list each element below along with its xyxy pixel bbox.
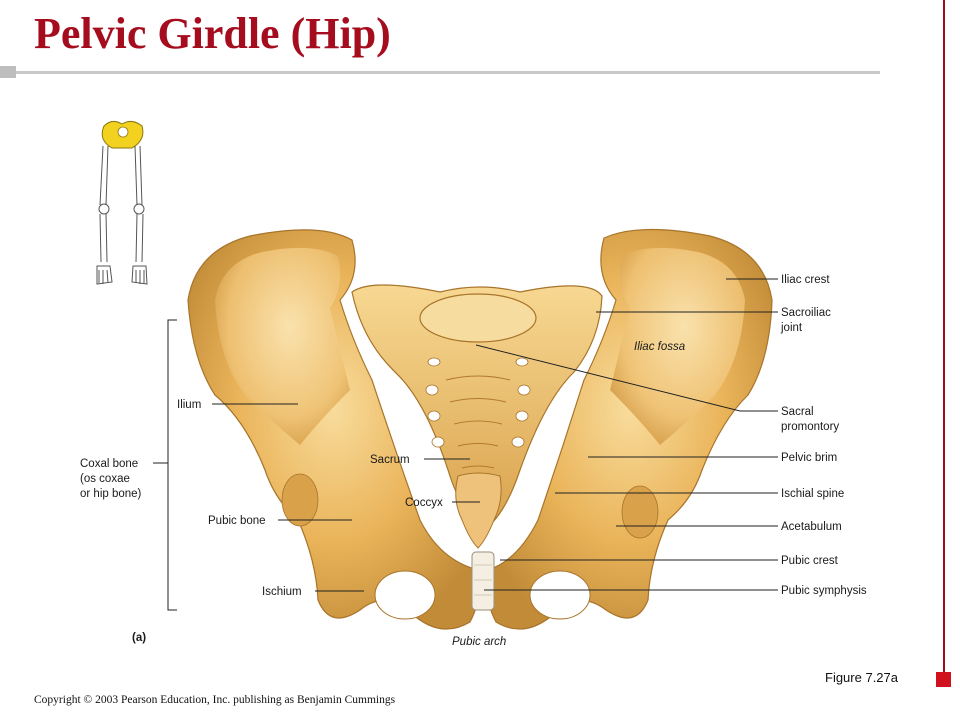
- coxal-bone-bracket: [167, 319, 177, 611]
- title-rule: [16, 71, 880, 74]
- pelvis-illustration: [187, 228, 773, 630]
- label-pubic-crest: Pubic crest: [781, 555, 839, 567]
- copyright-text: Copyright © 2003 Pearson Education, Inc.…: [34, 694, 396, 706]
- coccyx: [455, 472, 502, 549]
- label-coxal-bone-line2: (os coxae: [80, 473, 130, 485]
- label-acetabulum: Acetabulum: [781, 521, 842, 533]
- leader-lines: [212, 278, 778, 592]
- title-rule-marker: [0, 66, 16, 78]
- label-pubic-bone: Pubic bone: [208, 515, 266, 527]
- label-sacroiliac-joint-line1: Sacroiliac: [781, 307, 831, 319]
- pubic-symphysis: [471, 551, 495, 611]
- figure-label: Figure 7.27a: [825, 670, 898, 685]
- panel-label: (a): [132, 632, 146, 644]
- label-pelvic-brim: Pelvic brim: [781, 452, 837, 464]
- label-sacral-promontory-line2: promontory: [781, 421, 839, 433]
- page-title: Pelvic Girdle (Hip): [34, 9, 391, 58]
- sacrum: [351, 284, 603, 531]
- label-coxal-bone-line1: Coxal bone: [80, 458, 138, 470]
- label-coccyx: Coccyx: [405, 497, 443, 509]
- label-sacroiliac-joint-line2: joint: [780, 322, 803, 334]
- label-ischium: Ischium: [262, 586, 302, 598]
- label-sacrum: Sacrum: [370, 454, 410, 466]
- label-sacral-promontory-line1: Sacral: [781, 406, 814, 418]
- label-iliac-crest: Iliac crest: [781, 274, 830, 286]
- label-coxal-bone-line3: or hip bone): [80, 488, 142, 500]
- label-ilium: Ilium: [177, 399, 201, 411]
- mini-skeleton-icon: [96, 120, 148, 285]
- side-rule: [943, 0, 945, 672]
- label-ischial-spine: Ischial spine: [781, 488, 844, 500]
- label-pubic-symphysis: Pubic symphysis: [781, 585, 867, 597]
- corner-square: [936, 672, 951, 687]
- label-pubic-arch: Pubic arch: [452, 636, 506, 648]
- label-iliac-fossa: Iliac fossa: [634, 341, 685, 353]
